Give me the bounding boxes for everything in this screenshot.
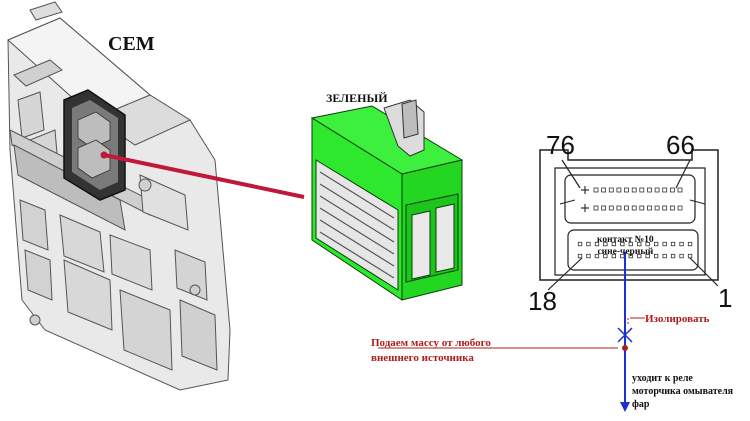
ground-note-line1: Подаем массу от любого	[371, 337, 491, 349]
blue-wire	[617, 252, 633, 412]
pin-hole	[616, 205, 622, 211]
pin-hole	[654, 241, 659, 247]
pin-hole	[647, 187, 652, 193]
pin-hole	[639, 205, 645, 211]
pin-label-18: 18	[528, 286, 557, 316]
pin-hole	[687, 253, 693, 259]
pin-hole	[670, 253, 676, 259]
green-connector-title: ЗЕЛЕНЫЙ	[326, 91, 388, 105]
cem-green-socket	[63, 89, 126, 201]
pin-hole	[662, 187, 668, 193]
pin-hole	[603, 241, 608, 247]
pin-hole	[670, 241, 676, 247]
relay-note-line3: фар	[632, 399, 650, 410]
red-guide-lines	[378, 317, 645, 351]
pin-hole	[670, 187, 675, 193]
pin-hole	[601, 187, 606, 193]
pinout-connector	[539, 149, 719, 281]
pin-hole	[662, 253, 667, 259]
pin-hole	[687, 241, 693, 247]
pin-hole	[677, 205, 683, 211]
pin-callout-lines	[547, 159, 719, 291]
ground-note: Подаем массу от любого внешнего источник…	[371, 336, 491, 366]
pin-hole	[593, 187, 599, 193]
pin-label-1: 1	[718, 283, 733, 313]
green-connector-drawing	[310, 99, 464, 301]
pin-hole	[654, 187, 660, 193]
pin-hole	[594, 241, 600, 247]
pin-holes	[577, 186, 693, 259]
pin-hole	[662, 205, 668, 211]
pin-hole	[631, 187, 637, 193]
pin-hole	[637, 253, 642, 259]
contact-label: контакт №10 сине-черный	[597, 234, 654, 258]
pin-hole	[628, 241, 633, 247]
pin-hole	[679, 241, 684, 247]
pin-hole	[608, 187, 614, 193]
pin-hole	[601, 205, 606, 211]
relay-note: уходит к реле моторчика омывателя фар	[632, 372, 733, 411]
pin-hole	[677, 187, 683, 193]
key-mark	[581, 204, 589, 212]
pin-hole	[608, 205, 614, 211]
pin-hole	[624, 187, 629, 193]
ground-note-line2: внешнего источника	[371, 352, 474, 364]
pin-hole	[616, 187, 622, 193]
pin-hole	[639, 187, 645, 193]
pin-hole	[637, 241, 642, 247]
pin-hole	[647, 205, 652, 211]
leader-line	[103, 153, 305, 199]
relay-note-line1: уходит к реле	[632, 373, 693, 384]
contact-number: контакт №10	[597, 235, 654, 245]
pin-label-66: 66	[666, 130, 695, 160]
pin-hole	[586, 253, 591, 259]
pin-hole	[603, 253, 608, 259]
pin-hole	[620, 241, 625, 247]
pin-hole	[594, 253, 600, 259]
pin-hole	[645, 241, 650, 247]
pin-hole	[654, 205, 660, 211]
contact-color: сине-черный	[597, 247, 654, 257]
pin-hole	[679, 253, 684, 259]
pin-hole	[593, 205, 599, 211]
pin-hole	[624, 205, 629, 211]
pin-hole	[577, 241, 583, 247]
pin-hole	[654, 253, 659, 259]
cem-title: CEM	[108, 33, 155, 55]
cem-module-drawing	[7, 1, 231, 391]
pin-hole	[628, 253, 633, 259]
pin-label-76: 76	[546, 130, 575, 160]
pin-hole	[662, 241, 667, 247]
pin-hole	[631, 205, 637, 211]
pin-hole	[577, 253, 583, 259]
pin-hole	[670, 205, 675, 211]
pin-hole	[611, 241, 616, 247]
pin-hole	[611, 253, 616, 259]
pin-hole	[586, 241, 591, 247]
isolate-note: Изолировать	[645, 313, 710, 325]
relay-note-line2: моторчика омывателя	[632, 386, 734, 397]
pin-hole	[645, 253, 650, 259]
key-mark	[581, 186, 589, 194]
